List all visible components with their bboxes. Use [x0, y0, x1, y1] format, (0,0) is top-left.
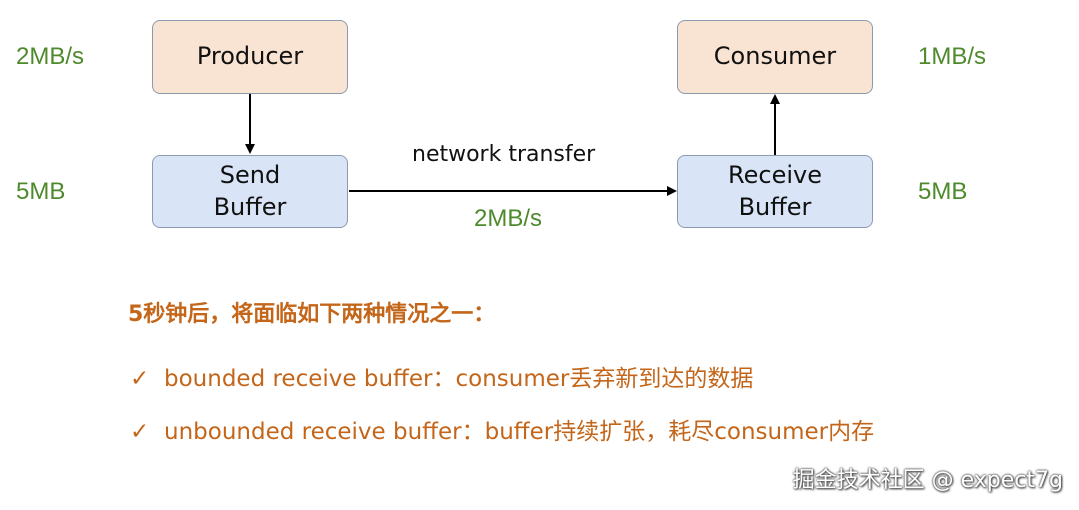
watermark-text: 掘金技术社区 @ expect7g	[792, 468, 1063, 493]
receive-buffer-label-line1: Receive	[728, 161, 822, 190]
send-buffer-size: 5MB	[16, 178, 66, 205]
transfer-rate: 2MB/s	[474, 205, 543, 232]
producer-node: Producer	[152, 20, 348, 94]
consumer-rate: 1MB/s	[918, 43, 987, 70]
send-buffer-label-line2: Buffer	[213, 192, 287, 221]
producer-rate: 2MB/s	[16, 43, 85, 70]
notes-heading: 5秒钟后，将面临如下两种情况之一：	[128, 302, 496, 327]
check-icon: ✓	[130, 366, 150, 392]
check-icon: ✓	[130, 419, 150, 445]
note-item-text: bounded receive buffer：consumer丢弃新到达的数据	[164, 366, 754, 392]
note-item: ✓ bounded receive buffer：consumer丢弃新到达的数据	[130, 359, 753, 393]
send-buffer-label-line1: Send	[219, 161, 281, 190]
note-item: ✓ unbounded receive buffer：buffer持续扩张，耗尽c…	[130, 412, 874, 446]
producer-label: Producer	[196, 42, 304, 71]
note-item-text: unbounded receive buffer：buffer持续扩张，耗尽co…	[164, 419, 875, 445]
receive-buffer-label-line2: Buffer	[738, 192, 812, 221]
receive-buffer-node: Receive Buffer	[677, 155, 873, 228]
receive-buffer-size: 5MB	[918, 178, 968, 205]
consumer-node: Consumer	[677, 20, 873, 94]
send-buffer-node: Send Buffer	[152, 155, 348, 228]
consumer-label: Consumer	[713, 42, 837, 71]
network-transfer-label: network transfer	[412, 142, 596, 167]
